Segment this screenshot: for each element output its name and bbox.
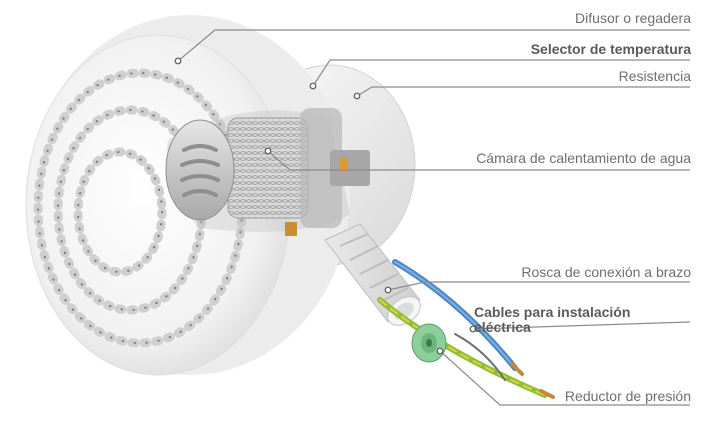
callout-dots	[174, 57, 477, 355]
heating-chamber	[165, 117, 309, 221]
label-cables-instalacion: Cables para instalación eléctrica	[474, 304, 631, 335]
label-rosca-conexion: Rosca de conexión a brazo	[521, 264, 691, 280]
pressure-reducer	[411, 323, 447, 363]
thread-pipe	[324, 223, 421, 326]
label-selector-temperatura: Selector de temperatura	[530, 41, 691, 57]
label-reductor-presion: Reductor de presión	[564, 388, 691, 404]
label-camara-calentamiento: Cámara de calentamiento de agua	[476, 150, 691, 166]
label-resistencia: Resistencia	[618, 68, 691, 84]
resistance-block	[285, 108, 370, 236]
label-difusor: Difusor o regadera	[575, 10, 691, 26]
leader-lines	[177, 29, 691, 406]
electric-cables	[377, 259, 555, 399]
